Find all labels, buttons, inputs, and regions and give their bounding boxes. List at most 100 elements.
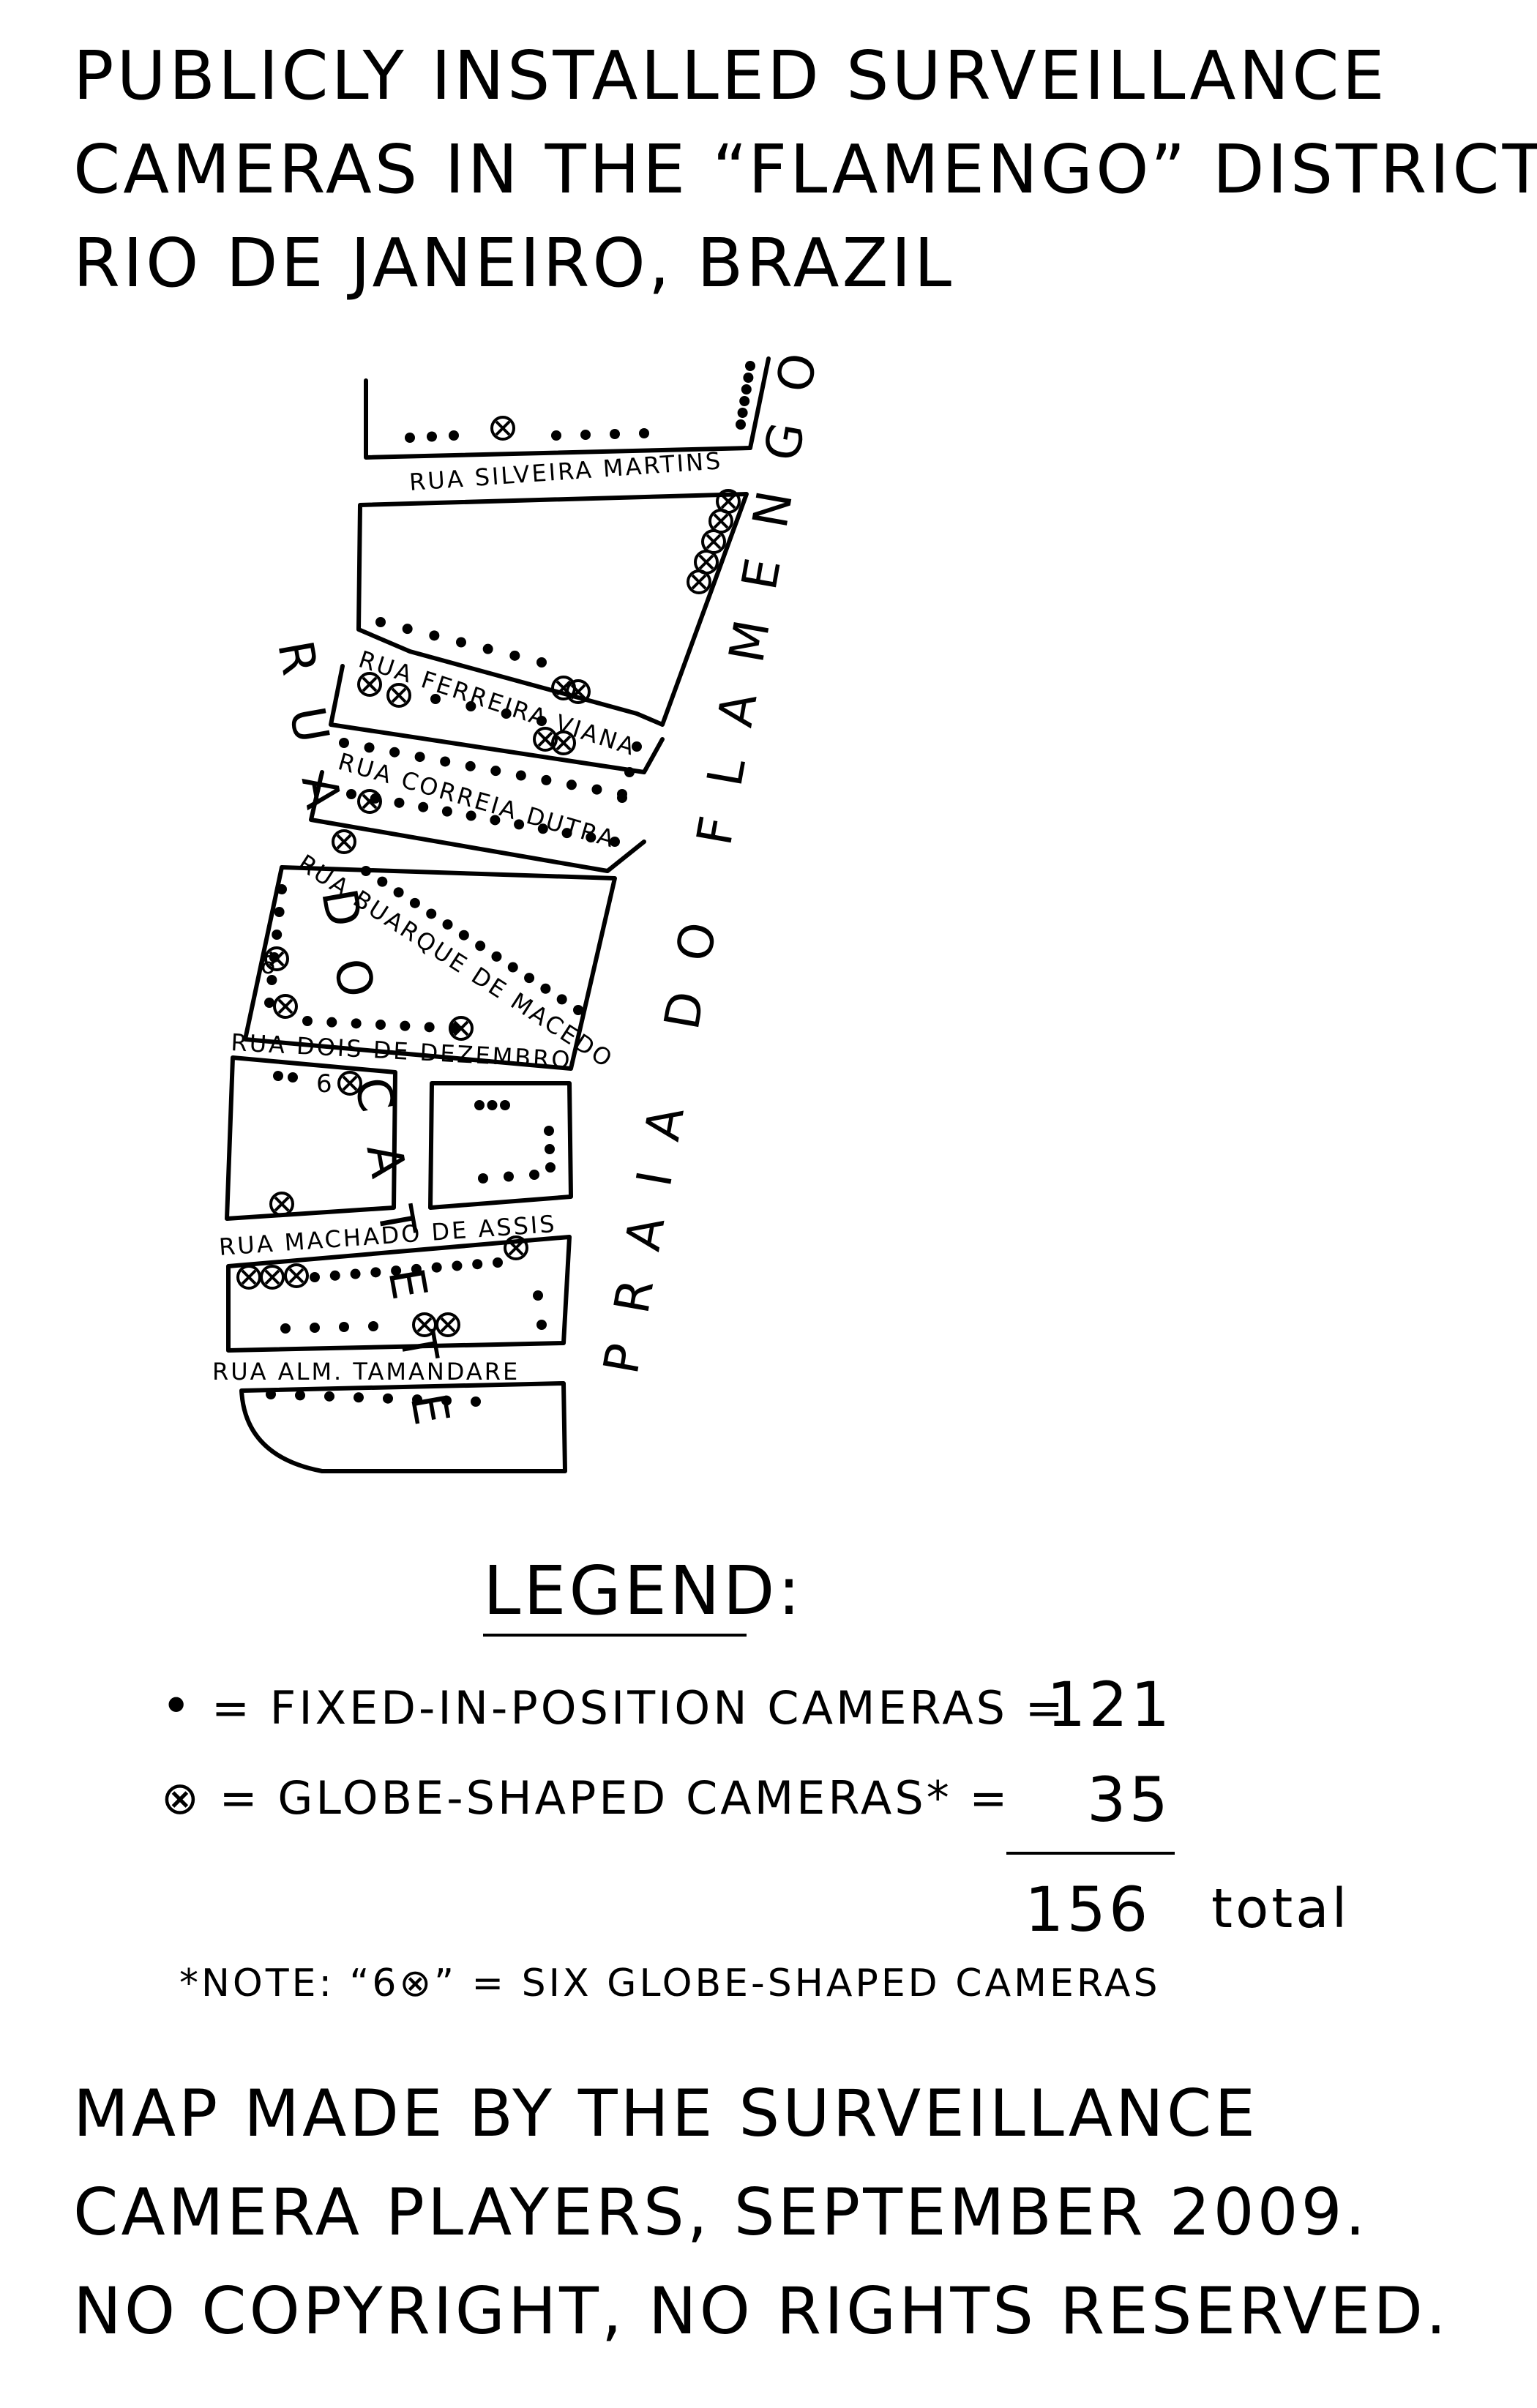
block-silveira-ferreira xyxy=(356,492,749,727)
globe-camera-marker xyxy=(708,509,733,534)
credit-line-2: CAMERA PLAYERS, SEPTEMBER 2009. xyxy=(73,2175,1369,2250)
globe-camera-icon: ⊗ xyxy=(161,1771,202,1825)
fixed-camera-dot xyxy=(424,1022,435,1033)
fixed-camera-dot xyxy=(405,433,415,443)
fixed-camera-dot xyxy=(566,779,577,790)
fixed-camera-dot xyxy=(400,1020,411,1031)
fixed-camera-dot xyxy=(737,408,748,418)
sum-line xyxy=(1006,1852,1175,1855)
fixed-camera-dot xyxy=(529,1170,539,1180)
fixed-camera-dot xyxy=(465,760,476,771)
fixed-camera-dot xyxy=(391,1265,402,1276)
credit-line-3: NO COPYRIGHT, NO RIGHTS RESERVED. xyxy=(73,2273,1450,2349)
fixed-camera-dot xyxy=(266,975,277,985)
globe-camera-marker xyxy=(269,1192,294,1216)
fixed-camera-dot xyxy=(639,428,649,438)
fixed-camera-dot xyxy=(441,1395,452,1406)
globe-camera-marker xyxy=(504,1235,528,1260)
fixed-camera-dot xyxy=(339,1322,349,1332)
fixed-camera-dot xyxy=(266,1389,276,1399)
fixed-camera-dot xyxy=(272,930,283,940)
fixed-camera-dot xyxy=(364,742,375,753)
globe-camera-marker xyxy=(260,1265,285,1290)
fixed-camera-dot xyxy=(545,1144,555,1154)
fixed-camera-dot xyxy=(430,694,441,704)
fixed-camera-dot xyxy=(632,741,642,752)
fixed-camera-dots xyxy=(264,361,755,1407)
globe-camera-marker xyxy=(357,672,382,697)
legend-fixed-label: = FIXED-IN-POSITION CAMERAS = xyxy=(212,1681,1066,1735)
map-title: PUBLICLY INSTALLED SURVEILLANCE CAMERAS … xyxy=(73,29,1537,310)
block-dois-machado-right xyxy=(428,1081,573,1210)
fixed-camera-dot xyxy=(573,1005,583,1015)
fixed-camera-dot xyxy=(429,630,440,641)
fixed-camera-dot xyxy=(431,1262,442,1273)
fixed-camera-dot xyxy=(465,810,476,821)
fixed-camera-dot xyxy=(745,361,755,371)
fixed-camera-dot xyxy=(329,1270,340,1281)
fixed-camera-dot xyxy=(412,1394,422,1405)
fixed-camera-dot xyxy=(456,637,466,648)
globe-camera-marker xyxy=(236,1265,261,1290)
fixed-camera-dot xyxy=(375,1020,386,1030)
fixed-camera-dot xyxy=(739,396,750,406)
fixed-camera-dot xyxy=(472,1259,483,1270)
fixed-camera-dot xyxy=(377,876,388,887)
fixed-camera-dot xyxy=(389,747,400,758)
fixed-camera-dot xyxy=(586,832,597,843)
fixed-camera-dot xyxy=(490,815,501,826)
legend-fixed-count: 121 xyxy=(1047,1669,1173,1740)
globe-camera-marker xyxy=(337,1071,362,1096)
fixed-camera-dot xyxy=(487,1100,498,1110)
street-label-tamandare: RUA ALM. TAMANDARE xyxy=(212,1358,520,1386)
fixed-camera-dot xyxy=(465,701,476,711)
fixed-camera-dot xyxy=(440,756,451,767)
fixed-camera-dot xyxy=(302,1016,313,1026)
fixed-camera-dot xyxy=(427,431,437,442)
fixed-camera-dot xyxy=(610,837,620,847)
fixed-camera-dot xyxy=(393,887,404,898)
fixed-camera-dot xyxy=(540,983,551,994)
fixed-camera-dot xyxy=(474,1100,485,1110)
fixed-camera-dot xyxy=(273,1071,283,1081)
fixed-camera-dot xyxy=(280,1323,291,1334)
legend: LEGEND: • = FIXED-IN-POSITION CAMERAS = … xyxy=(0,1522,1537,2035)
globe-camera-marker xyxy=(687,569,711,594)
fixed-camera-dot xyxy=(551,430,561,441)
block-buarque-dois xyxy=(243,865,617,1071)
fixed-camera-dot xyxy=(514,819,525,830)
globe-camera-marker xyxy=(490,416,515,441)
fixed-camera-dot xyxy=(277,884,287,894)
fixed-camera-dot xyxy=(743,373,754,383)
fixed-camera-dot xyxy=(370,1267,381,1278)
fixed-camera-dot xyxy=(274,907,285,917)
fixed-camera-dot xyxy=(350,1268,361,1279)
globe-camera-marker xyxy=(449,1016,474,1041)
legend-note: *NOTE: “6⊗” = SIX GLOBE-SHAPED CAMERAS xyxy=(179,1962,1161,2005)
fixed-camera-dot xyxy=(556,994,567,1005)
fixed-camera-dot xyxy=(580,430,591,440)
fixed-camera-dot xyxy=(536,1320,547,1330)
legend-title: LEGEND: xyxy=(483,1552,804,1630)
fixed-camera-dot xyxy=(544,1126,554,1136)
fixed-camera-dot xyxy=(383,1393,393,1404)
fixed-camera-dot xyxy=(295,1390,305,1401)
fixed-camera-dot xyxy=(418,801,429,812)
credit: MAP MADE BY THE SURVEILLANCE CAMERA PLAY… xyxy=(73,2064,1522,2360)
fixed-camera-dot xyxy=(394,797,405,808)
fixed-camera-dot xyxy=(515,770,526,781)
globe-camera-marker xyxy=(701,529,726,554)
title-line-3: RIO DE JANEIRO, BRAZIL xyxy=(73,224,954,302)
fixed-camera-dot xyxy=(471,1396,481,1407)
title-line-1: PUBLICLY INSTALLED SURVEILLANCE xyxy=(73,37,1388,115)
fixed-camera-dot xyxy=(482,643,493,654)
globe-camera-markers xyxy=(236,416,741,1337)
fixed-camera-dot xyxy=(504,1171,514,1182)
globe-camera-marker xyxy=(435,1312,460,1337)
globe-camera-marker xyxy=(273,994,298,1019)
fixed-camera-dot xyxy=(537,823,548,834)
fixed-camera-dot xyxy=(368,1321,378,1331)
street-label-dois: RUA DOIS DE DEZEMBRO xyxy=(231,1028,573,1074)
fixed-camera-dot xyxy=(414,752,425,763)
globe-camera-marker xyxy=(551,730,576,755)
